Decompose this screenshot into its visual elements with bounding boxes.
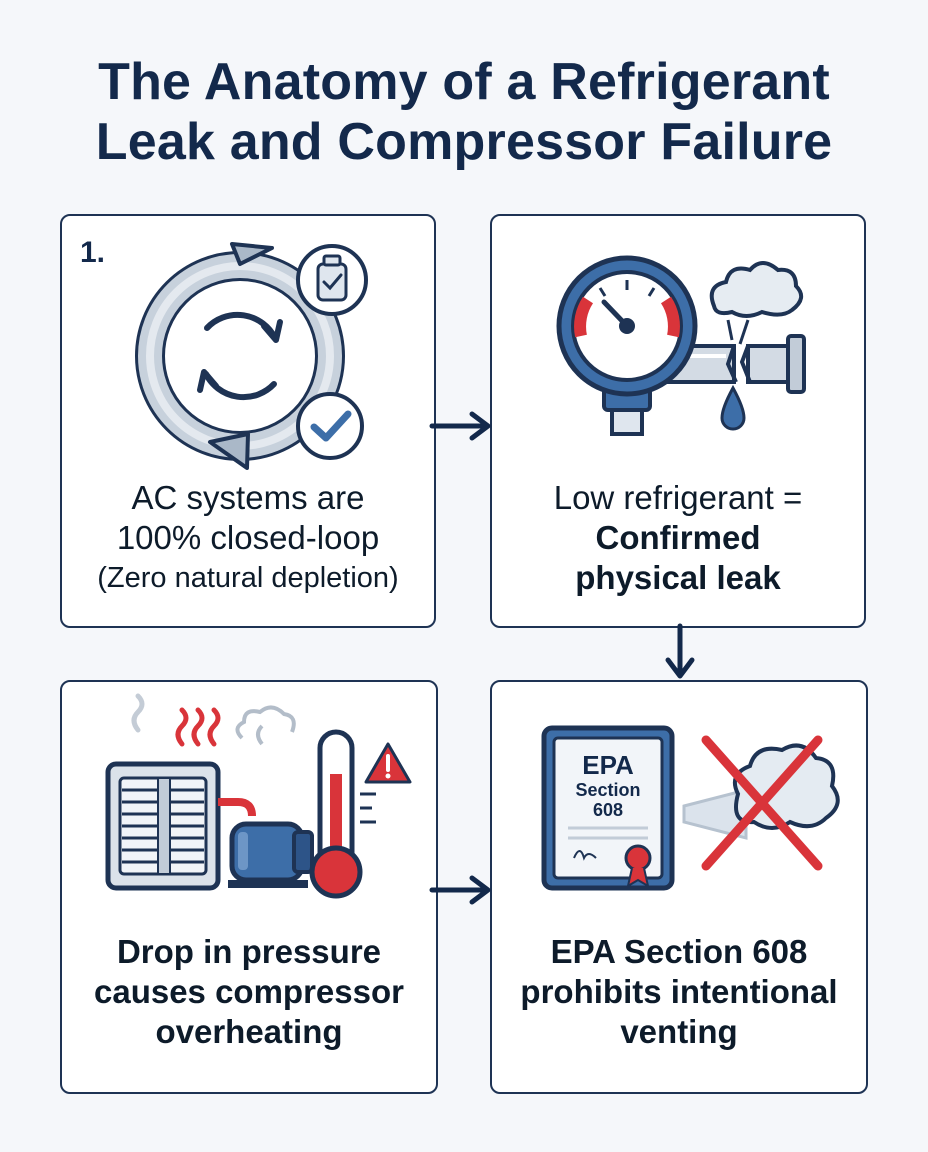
epa-certificate-icon: EPA Section 608 <box>541 725 675 891</box>
caption-line: AC systems are <box>131 479 365 516</box>
step-card-epa: EPA Section 608 EPA Section 608 prohibit… <box>490 680 868 1094</box>
certificate-line: Section <box>575 780 640 800</box>
title-line-2: Leak and Compressor Failure <box>95 113 833 171</box>
epa-illustration: EPA Section 608 <box>541 725 840 891</box>
flow-arrow-right-2 <box>429 875 491 905</box>
caption-line: venting <box>620 1013 738 1050</box>
compressor-icon <box>218 798 314 888</box>
refrigerant-tank-check-icon <box>296 244 368 316</box>
caption-line: 100% closed-loop <box>116 519 380 556</box>
caption-line: causes compressor <box>93 973 404 1010</box>
refrigerant-cloud-icon <box>709 261 804 345</box>
leak-illustration <box>556 255 806 436</box>
step-card-compressor: Drop in pressure causes compressor overh… <box>60 680 438 1094</box>
caption-line: prohibits intentional <box>520 973 838 1010</box>
step-card-leak: Low refrigerant = Confirmed physical lea… <box>490 214 866 628</box>
title-line-1: The Anatomy of a Refrigerant <box>98 53 830 111</box>
step-card-closed-loop: 1. AC systems are 100% closed-loop (Zero… <box>60 214 436 628</box>
step-1-caption: AC systems are 100% closed-loop (Zero na… <box>72 478 424 598</box>
flow-arrow-right-1 <box>429 411 491 441</box>
step-number: 1. <box>80 236 106 269</box>
certificate-line: EPA <box>582 750 634 780</box>
venting-gas-icon <box>682 743 840 840</box>
step-4-caption: EPA Section 608 prohibits intentional ve… <box>502 932 856 1052</box>
caption-line: Confirmed <box>595 519 761 556</box>
closed-loop-cycle-icon <box>135 242 345 470</box>
prohibited-x-icon <box>701 735 823 871</box>
pressure-gauge-icon <box>556 255 698 436</box>
page-title: The Anatomy of a Refrigerant Leak and Co… <box>0 52 928 172</box>
step-3-caption: Drop in pressure causes compressor overh… <box>72 932 426 1052</box>
leak-drop-icon <box>720 384 746 431</box>
caption-line: physical leak <box>575 559 781 596</box>
checkmark-badge-icon <box>296 392 364 460</box>
caption-line: EPA Section 608 <box>550 933 808 970</box>
heat-waves-icon <box>131 693 296 747</box>
compressor-illustration <box>105 693 412 899</box>
closed-loop-illustration <box>135 242 368 470</box>
certificate-line: 608 <box>593 800 623 820</box>
caption-note: (Zero natural depletion) <box>97 562 399 594</box>
warning-triangle-icon <box>364 742 412 784</box>
flow-arrow-down <box>665 623 695 679</box>
caption-line: Low refrigerant = <box>553 479 803 516</box>
caption-line: Drop in pressure <box>116 933 382 970</box>
caption-line: overheating <box>155 1013 343 1050</box>
condenser-unit-icon <box>105 761 221 891</box>
thermometer-hot-icon <box>309 729 376 899</box>
step-2-caption: Low refrigerant = Confirmed physical lea… <box>502 478 854 598</box>
